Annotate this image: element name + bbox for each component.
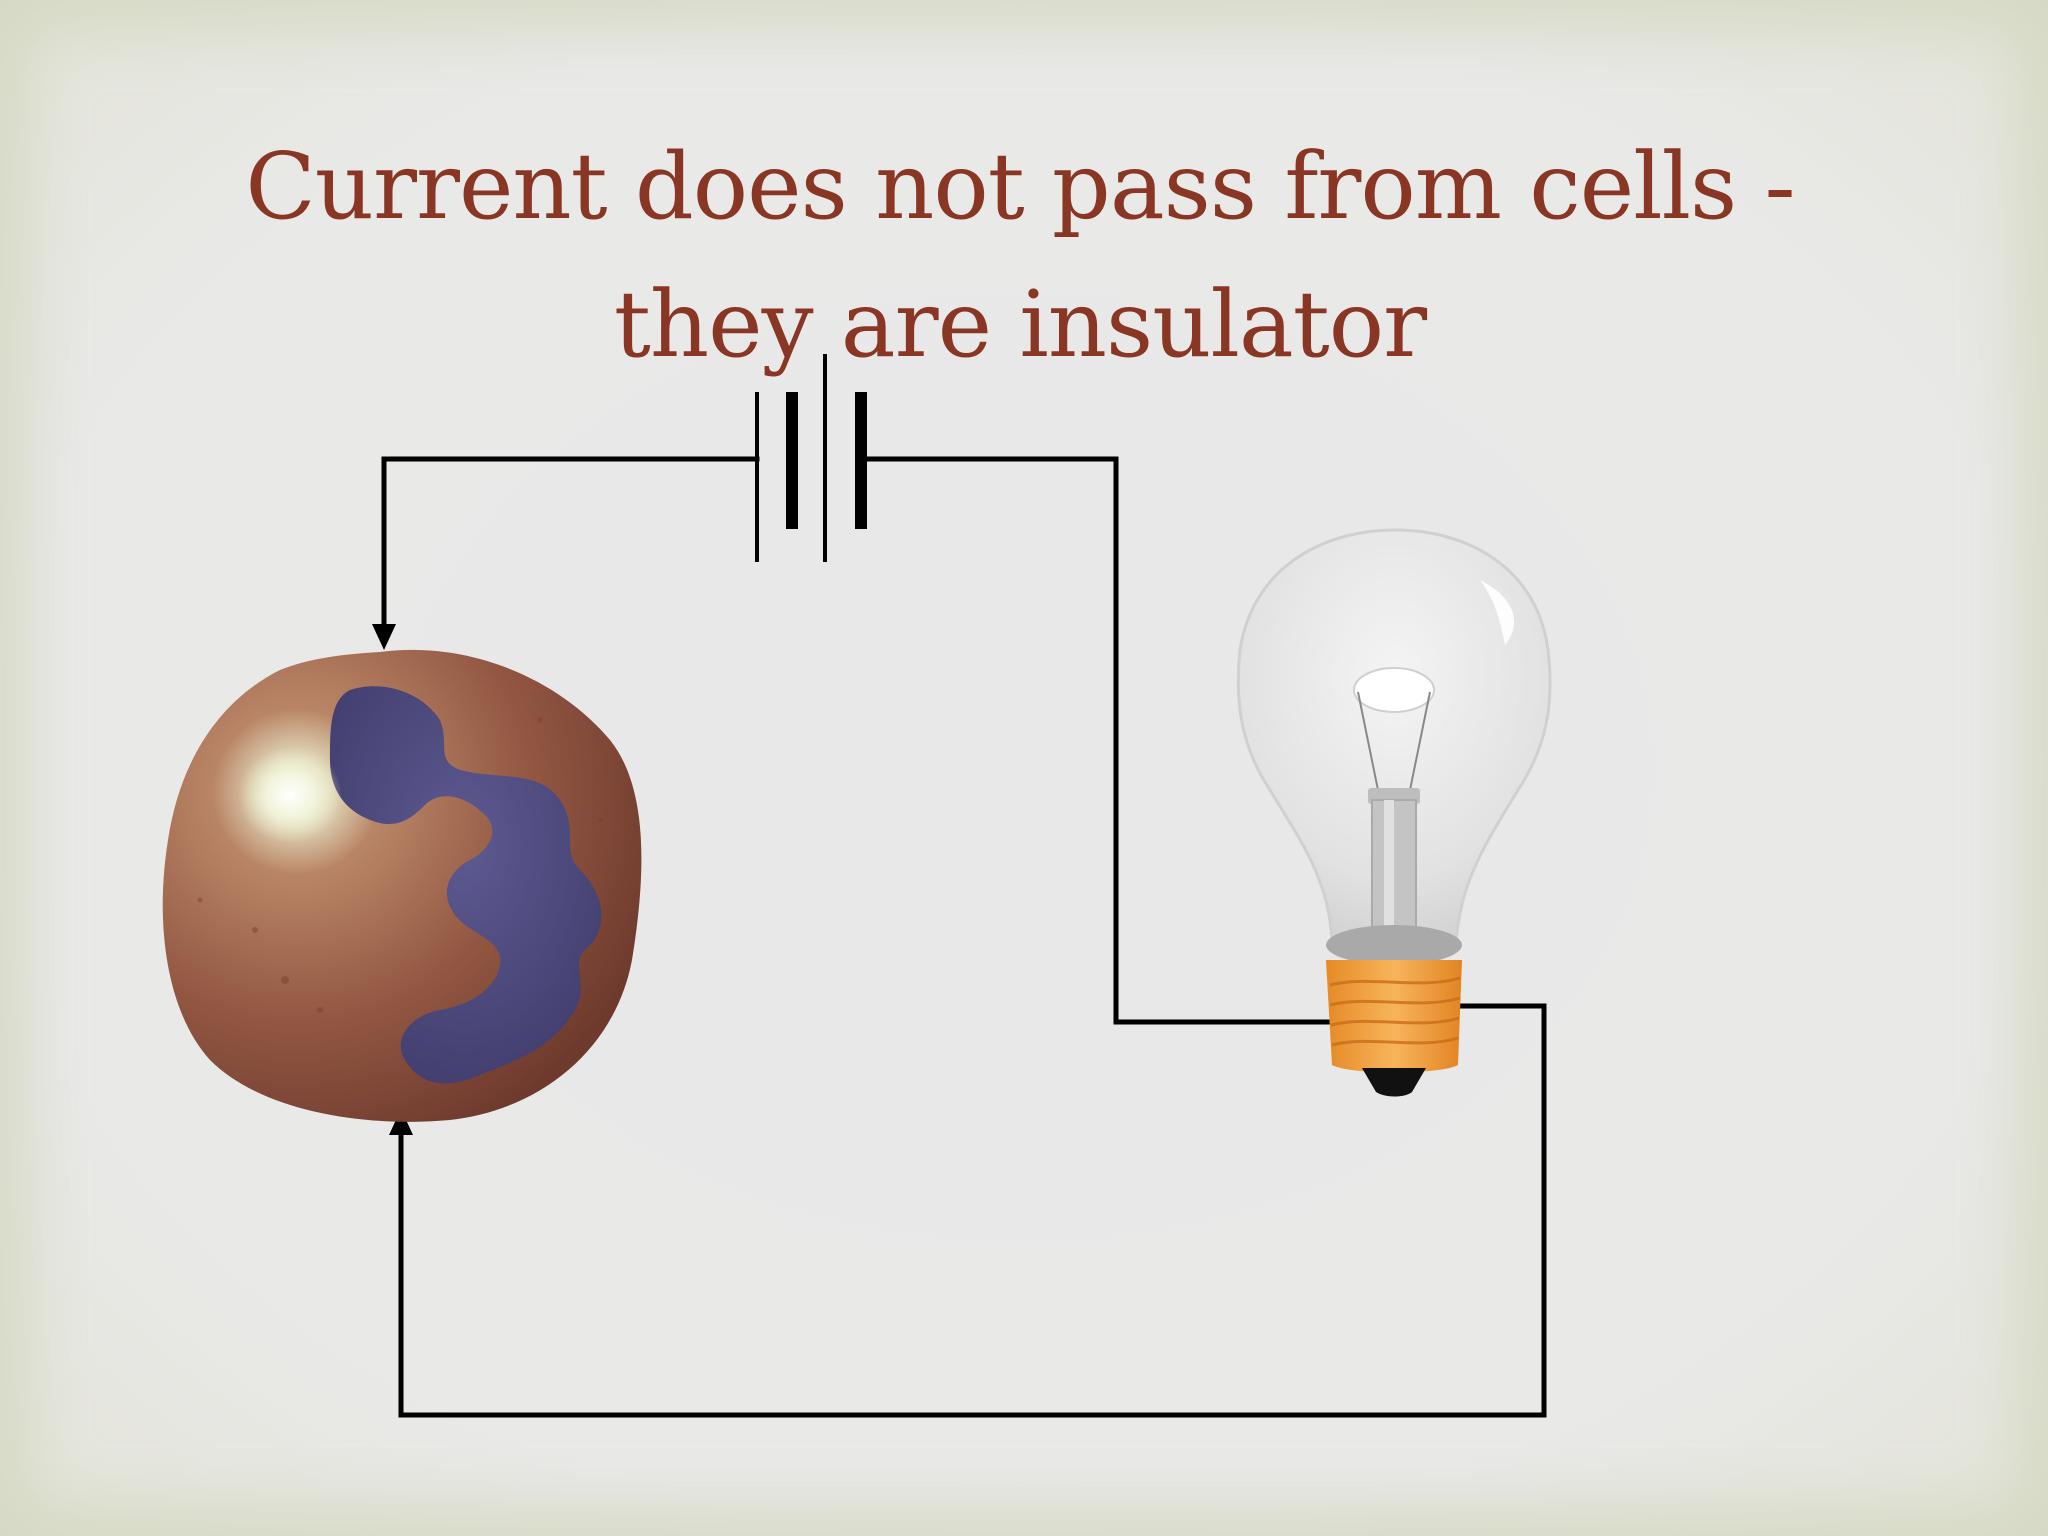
light-bulb-icon bbox=[1236, 528, 1552, 1097]
title-line-1: Current does not pass from cells - bbox=[245, 133, 1795, 240]
slide-title: Current does not pass from cells - they … bbox=[140, 118, 1900, 394]
cell-nucleus bbox=[330, 686, 602, 1084]
arrow-up-icon bbox=[389, 1109, 413, 1135]
wire-battery-to-bulb bbox=[864, 456, 1331, 1025]
blood-cell-icon bbox=[162, 649, 642, 1122]
wire-battery-to-cell bbox=[381, 456, 760, 631]
circuit-wires bbox=[381, 456, 1547, 1418]
bulb-contact bbox=[1362, 1068, 1426, 1097]
title-line-2: they are insulator bbox=[613, 271, 1427, 378]
battery-symbol-icon bbox=[755, 354, 867, 562]
bulb-base bbox=[1326, 960, 1462, 1073]
cell-highlight bbox=[238, 747, 342, 843]
bulb-glass bbox=[1236, 528, 1552, 945]
arrow-down-icon bbox=[372, 624, 396, 650]
wire-bulb-to-cell bbox=[398, 1003, 1547, 1418]
